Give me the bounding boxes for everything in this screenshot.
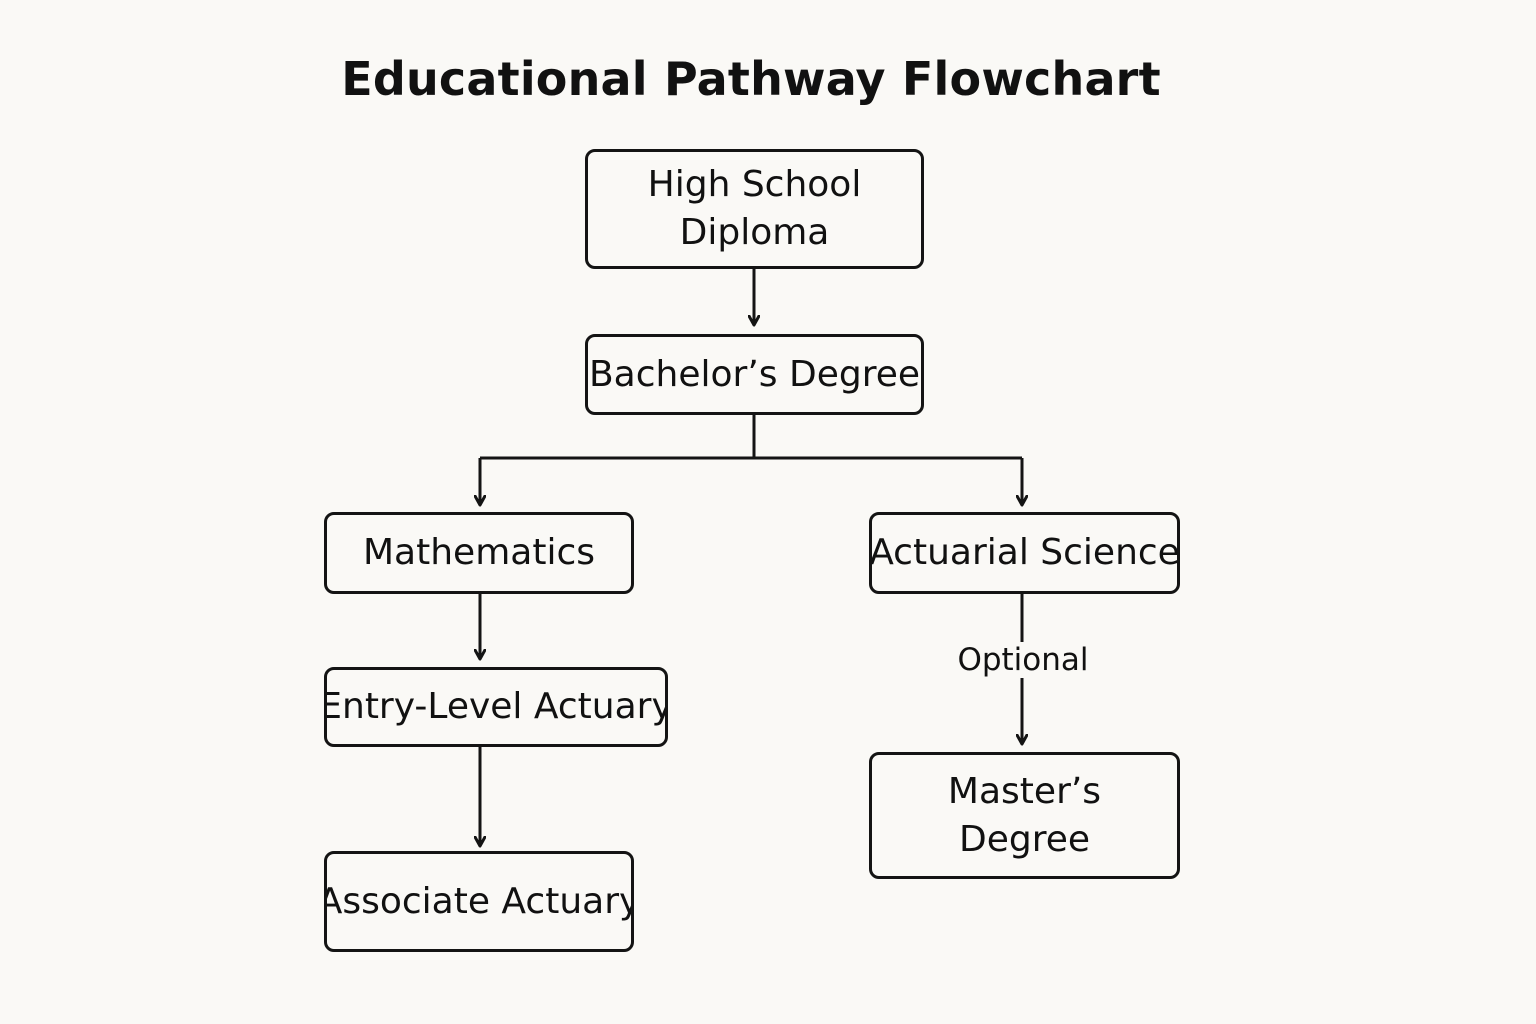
diagram-title: Educational Pathway Flowchart <box>341 52 1161 106</box>
node-masters-degree-label: Master’s Degree <box>947 770 1102 860</box>
node-high-school-diploma-label: High School Diploma <box>647 164 862 253</box>
node-associate-actuary-label: Associate Actuary <box>324 880 634 922</box>
node-actuarial-science: Actuarial Science <box>869 512 1180 594</box>
node-associate-actuary: Associate Actuary <box>324 851 634 952</box>
node-bachelors-degree: Bachelor’s Degree <box>585 334 924 415</box>
node-bachelors-degree-label: Bachelor’s Degree <box>588 353 920 395</box>
edge-label-optional: Optional <box>923 638 1123 682</box>
node-actuarial-science-label: Actuarial Science <box>869 532 1180 574</box>
edge-label-optional-text: Optional <box>954 642 1092 678</box>
node-mathematics: Mathematics <box>324 512 634 594</box>
node-masters-degree: Master’s Degree <box>869 752 1180 879</box>
node-entry-level-actuary-label: Entry-Level Actuary <box>324 686 668 728</box>
node-mathematics-label: Mathematics <box>363 532 595 574</box>
node-high-school-diploma: High School Diploma <box>585 149 924 269</box>
node-entry-level-actuary: Entry-Level Actuary <box>324 667 668 747</box>
